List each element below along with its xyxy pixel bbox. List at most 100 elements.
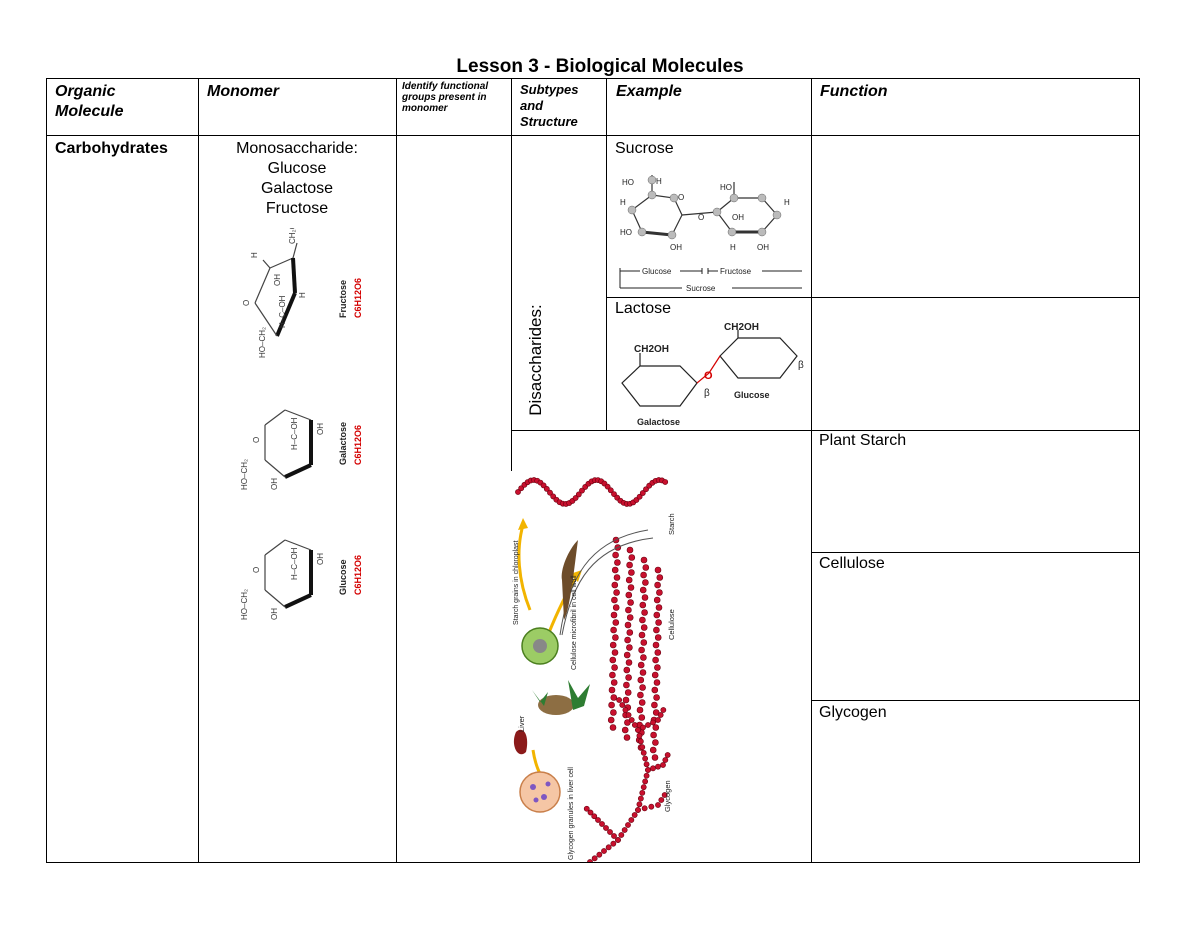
svg-text:OH: OH [757,243,769,252]
sugar-bead [610,626,617,634]
sugar-bead [587,859,593,862]
svg-text:OH: OH [270,478,279,490]
sugar-bead [660,762,666,768]
sugar-bead [637,738,644,745]
sugar-bead [626,546,634,554]
sugar-bead [642,778,649,785]
sugar-bead [623,651,631,659]
polysaccharide-illustration: Starch Cellulose Glycogen Liver Starch g… [513,477,676,862]
sugar-bead [609,641,617,649]
svg-text:H–C–OH: H–C–OH [290,417,299,450]
sugar-bead [662,479,669,485]
sugar-bead [651,754,659,761]
sugar-bead [654,649,662,656]
sugar-bead [619,702,626,708]
sugar-bead [579,487,585,494]
sugar-bead [618,832,625,838]
sugar-bead [639,744,646,751]
header-example: Example [616,83,682,100]
sugar-bead [613,589,620,596]
sugar-bead [639,789,646,796]
sugar-bead [653,611,661,619]
sugar-bead [583,805,590,812]
svg-text:OH: OH [316,423,325,435]
example-sucrose: Sucrose [615,140,674,157]
sugar-bead [642,579,649,586]
sugar-bead [575,491,582,498]
sugar-bead [656,589,663,596]
label-cellulose: Cellulose [667,609,676,640]
glucose-name: Glucose [338,559,348,595]
subtype-label: Disaccharides: [526,304,545,416]
sugar-bead [627,584,635,591]
svg-text:CH₂OH: CH₂OH [288,228,297,244]
sugar-bead [641,609,648,616]
sugar-bead [601,848,607,854]
sugar-bead [547,489,553,496]
monomer-list: Monosaccharide: Glucose Galactose Fructo… [198,139,396,219]
monomer-item: Fructose [265,200,329,217]
sugar-bead [635,807,641,813]
sucrose-fructose-label: Fructose [720,267,752,276]
sugar-bead [653,679,661,686]
sugar-bead [611,596,618,604]
sugar-bead [655,763,661,770]
svg-text:HO–CH₂: HO–CH₂ [258,327,267,358]
sugar-bead [636,493,643,500]
cellulose-chains [607,536,664,761]
sugar-bead [643,772,650,779]
glucose-structure: O HO–CH₂ OH H–C–OH OH Glucose C6H12O6 [240,539,363,620]
sugar-bead [614,559,621,566]
svg-text:H: H [656,177,662,186]
sugar-bead [607,487,614,494]
document-title: Lesson 3 - Biological Molecules [456,56,744,77]
svg-text:HO: HO [720,183,732,192]
sugar-bead [572,495,579,501]
sugar-bead [655,802,661,808]
sugar-bead [660,707,667,713]
sugar-bead [643,761,650,768]
sugar-bead [636,801,643,808]
sucrose-glucose-label: Glucose [642,267,672,276]
sugar-bead [616,697,623,703]
row-divider-cellulose [811,700,1140,701]
sugar-bead [611,581,619,589]
sugar-bead [615,837,621,843]
header-monomer: Monomer [207,83,279,100]
sugar-bead [515,489,521,495]
glucose-formula: C6H12O6 [353,555,363,595]
sugar-bead [625,674,632,681]
sugar-bead [639,490,646,496]
starch-helix [515,477,669,507]
sugar-bead [608,701,615,709]
sugar-bead [650,719,656,726]
sugar-bead [656,574,664,581]
lactose-link-o: O [704,370,713,382]
row-divider-starch [811,552,1140,553]
sugar-bead [610,611,618,619]
sugar-bead [639,586,647,594]
sugar-bead [623,666,631,674]
sugar-bead [609,656,617,664]
sugar-bead [641,594,649,601]
sugar-bead [607,829,613,835]
sugar-bead [623,734,631,741]
sugar-bead [661,792,668,798]
function-glycogen: Glycogen [819,704,887,721]
svg-text:H–C–OH: H–C–OH [290,547,299,580]
sugar-bead [652,724,660,731]
sugar-bead [662,757,669,763]
lactose-beta-left: β [704,388,710,399]
sugar-bead [625,591,633,599]
svg-text:H: H [730,243,736,252]
sugar-bead [639,601,647,609]
lactose-galactose-label: Galactose [637,417,680,427]
sugar-bead [640,571,647,579]
svg-text:OH: OH [732,213,744,222]
sugar-bead [626,644,633,651]
example-lactose: Lactose [615,300,672,317]
sugar-bead [654,566,662,574]
sugar-bead [621,827,628,833]
sugar-bead [655,619,662,626]
sugar-bead [642,564,650,571]
